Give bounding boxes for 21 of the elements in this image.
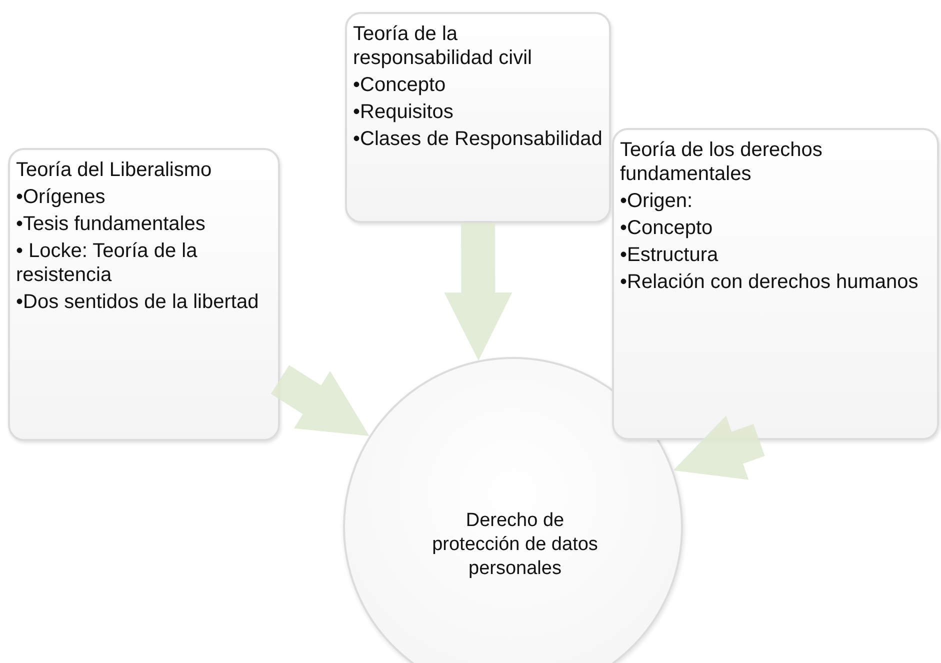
bullet-item: •Clases de Responsabilidad <box>353 127 603 151</box>
bullet-item: •Orígenes <box>16 185 106 209</box>
bullet-item: •Concepto <box>620 216 714 240</box>
bullet-item: •Tesis fundamentales <box>16 212 206 236</box>
topic-label: Derecho de protección de datos personales <box>431 509 599 581</box>
bullet-item: •Concepto <box>353 73 447 97</box>
bullet-item: • Locke: Teoría de la resistencia <box>16 239 198 287</box>
bullet-item: •Requisitos <box>353 100 454 124</box>
box-heading: Teoría de la responsabilidad civil <box>353 22 533 70</box>
topic-box <box>612 128 939 440</box>
block-arrow <box>270 365 370 436</box>
box-heading: Teoría de los derechos fundamentales <box>620 138 824 186</box>
block-arrow <box>444 222 512 361</box>
bullet-item: •Estructura <box>620 243 720 267</box>
topic-box <box>345 12 611 223</box>
bullet-item: •Relación con derechos humanos <box>620 270 920 294</box>
box-heading: Teoría del Liberalismo <box>16 158 213 182</box>
topic-box <box>8 148 280 441</box>
block-arrow <box>673 416 765 480</box>
bullet-item: •Dos sentidos de la libertad <box>16 290 260 314</box>
bullet-item: •Origen: <box>620 189 694 213</box>
